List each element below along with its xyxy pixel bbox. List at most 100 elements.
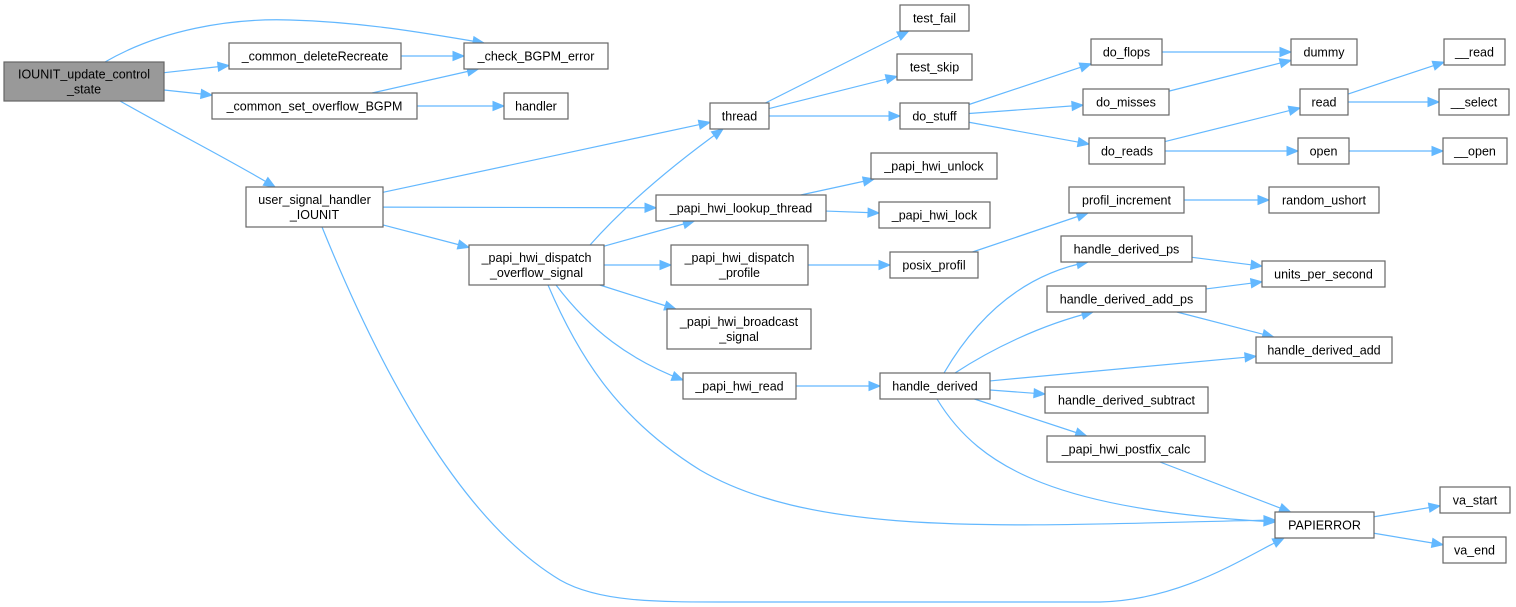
node-box[interactable] [879,372,991,400]
node-units-per-second[interactable]: units_per_second [1261,260,1386,288]
node-box[interactable] [503,92,569,120]
node-handle-derived-add-ps[interactable]: handle_derived_add_ps [1046,285,1207,313]
node-box[interactable] [1442,137,1508,165]
node-box[interactable] [1088,137,1166,165]
node-profil-increment[interactable]: profil_increment [1068,186,1185,214]
node-label: handle_derived_ps [1074,242,1180,256]
node-read[interactable]: read [1299,88,1349,116]
node-open[interactable]: open [1297,137,1350,165]
node-box[interactable] [1438,88,1510,116]
node-box[interactable] [1274,511,1375,539]
arrowhead-icon [1071,100,1085,112]
node-papi-hwi-broadcast-signal[interactable]: _papi_hwi_broadcast_signal [666,308,812,350]
node-select[interactable]: __select [1438,88,1510,116]
edge-line [371,68,479,94]
arrowhead-icon [1287,105,1302,116]
edge-line [954,311,1094,374]
node-box[interactable] [899,102,970,130]
node-box[interactable] [1090,38,1163,66]
edge-line [1191,256,1263,267]
node-posix-profil[interactable]: posix_profil [889,251,979,279]
node-box[interactable] [228,42,402,70]
node-box[interactable] [1255,336,1393,364]
node-test-fail[interactable]: test_fail [899,4,970,32]
node-test-skip[interactable]: test_skip [896,53,973,81]
node-papi-hwi-read[interactable]: _papi_hwi_read [682,372,797,400]
node-PAPIERROR[interactable]: PAPIERROR [1274,511,1375,539]
node-box[interactable] [1068,186,1185,214]
node-box[interactable] [1046,285,1207,313]
node-box[interactable] [1082,88,1170,116]
node-do-reads[interactable]: do_reads [1088,137,1166,165]
node-do-misses[interactable]: do_misses [1082,88,1170,116]
edge-papi-hwi-lookup-thread-to-papi-hwi-unlock [800,176,876,196]
node-handle-derived-subtract[interactable]: handle_derived_subtract [1044,386,1209,414]
node-box[interactable] [889,251,979,279]
node-do-flops[interactable]: do_flops [1090,38,1163,66]
node-box[interactable] [245,186,384,228]
node-handle-derived-add[interactable]: handle_derived_add [1255,336,1393,364]
edge-line [936,398,1276,523]
node-box[interactable] [1439,486,1511,514]
node-box[interactable] [870,152,998,180]
node-label: _papi_hwi_unlock [883,159,984,173]
node-papi-hwi-postfix-calc[interactable]: _papi_hwi_postfix_calc [1046,435,1206,463]
arrowhead-icon [659,259,673,271]
node-box[interactable] [1290,38,1358,66]
node-open[interactable]: __open [1442,137,1508,165]
node-box[interactable] [896,53,973,81]
node-label: do_misses [1096,95,1156,109]
node-box[interactable] [899,4,970,32]
node-label: PAPIERROR [1288,518,1361,532]
node-box[interactable] [1044,386,1209,414]
node-user-signal-handler-IOUNIT[interactable]: user_signal_handler_IOUNIT [245,186,384,228]
arrowhead-icon [1427,96,1441,108]
node-box[interactable] [1297,137,1350,165]
node-box[interactable] [1299,88,1349,116]
edge-papi-hwi-postfix-calc-to-PAPIERROR [1159,461,1292,513]
node-box[interactable] [1442,536,1507,564]
node-root[interactable]: IOUNIT_update_control_state [3,61,165,102]
node-handle-derived-ps[interactable]: handle_derived_ps [1060,235,1193,263]
node-thread[interactable]: thread [709,102,770,130]
node-handle-derived[interactable]: handle_derived [879,372,991,400]
node-box[interactable] [709,102,770,130]
node-papi-hwi-dispatch-overflow-signal[interactable]: _papi_hwi_dispatch_overflow_signal [468,244,605,286]
node-dummy[interactable]: dummy [1290,38,1358,66]
node-common-set-overflow-BGPM[interactable]: _common_set_overflow_BGPM [211,92,418,120]
edge-line [382,206,657,209]
arrowhead-icon [1033,387,1047,399]
node-box[interactable] [468,244,605,286]
node-common-deleteRecreate[interactable]: _common_deleteRecreate [228,42,402,70]
node-papi-hwi-dispatch-profile[interactable]: _papi_hwi_dispatch_profile [670,244,809,286]
node-box[interactable] [670,244,809,286]
node-box[interactable] [666,308,812,350]
node-box[interactable] [1268,186,1380,214]
node-do-stuff[interactable]: do_stuff [899,102,970,130]
edge-line [765,30,909,104]
node-check-BGPM-error[interactable]: _check_BGPM_error [463,42,609,70]
node-box[interactable] [1261,260,1386,288]
node-random-ushort[interactable]: random_ushort [1268,186,1380,214]
edge-read-to---select [1348,96,1441,108]
edge-handle-derived-to-handle-derived-subtract [989,387,1047,399]
node-box[interactable] [682,372,797,400]
node-box[interactable] [1060,235,1193,263]
node-box[interactable] [1046,435,1206,463]
node-papi-hwi-lock[interactable]: _papi_hwi_lock [878,201,991,229]
node-box[interactable] [211,92,418,120]
node-box[interactable] [1443,38,1506,66]
nodes-layer: IOUNIT_update_control_state _common_delet… [3,4,1511,564]
node-va-start[interactable]: va_start [1439,486,1511,514]
node-papi-hwi-lookup-thread[interactable]: _papi_hwi_lookup_thread [655,194,827,222]
node-papi-hwi-unlock[interactable]: _papi_hwi_unlock [870,152,998,180]
node-box[interactable] [655,194,827,222]
node-handler[interactable]: handler [503,92,569,120]
node-box[interactable] [463,42,609,70]
node-box[interactable] [878,201,991,229]
node-box[interactable] [3,61,165,102]
node-va-end[interactable]: va_end [1442,536,1507,564]
edge-line [974,398,1087,437]
node-read[interactable]: __read [1443,38,1506,66]
edge-papi-hwi-dispatch-overflow-signal-to-papi-hwi-read [555,284,685,381]
